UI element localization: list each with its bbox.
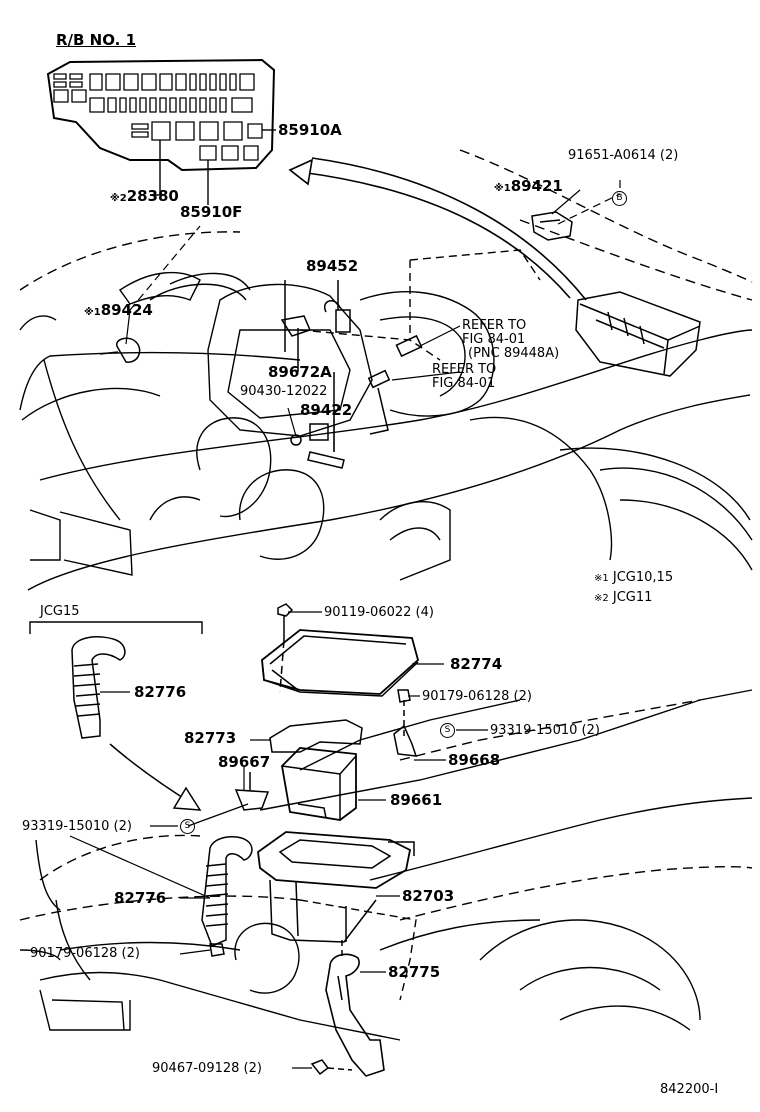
fastener-symbol: S	[440, 722, 455, 738]
legend-text: JCG10,15	[612, 570, 674, 585]
relay-block-title: R/B NO. 1	[56, 31, 137, 49]
part-number-label: ※228380	[110, 188, 179, 207]
part-number-label: 89668	[448, 751, 501, 769]
engine-parts	[100, 212, 700, 468]
note-mark: ※1	[84, 307, 101, 318]
figure-code: 842200-I	[660, 1082, 719, 1097]
part-number-label: 85910F	[180, 203, 243, 221]
jcg15-bracket	[30, 622, 202, 634]
part-number-label: 89672A	[268, 363, 332, 381]
relay-block-drawing	[48, 60, 276, 205]
legend-mark: ※1	[594, 573, 609, 584]
lower-parts	[72, 604, 418, 1076]
fastener-symbol: B	[612, 190, 627, 206]
lower-leader-lines	[70, 612, 488, 1068]
part-number-label: 89661	[390, 791, 443, 809]
refer-note-1-line3: (PNC 89448A)	[468, 346, 560, 361]
part-number-label: 90119-06022 (4)	[324, 605, 434, 620]
refer-note-2-line2: FIG 84-01	[432, 376, 496, 391]
part-number-label: 90467-09128 (2)	[152, 1061, 262, 1076]
legend-item: ※1 JCG10,15	[594, 570, 673, 587]
part-number-label: 93319-15010 (2)	[22, 819, 132, 834]
legend-item: ※2 JCG11	[594, 590, 652, 607]
part-number-label: 90179-06128 (2)	[422, 689, 532, 704]
part-number-label: 90179-06128 (2)	[30, 946, 140, 961]
part-number-label: 82774	[450, 655, 503, 673]
legend-text: JCG11	[612, 590, 653, 605]
variant-label: JCG15	[40, 604, 80, 619]
part-number-label: 82773	[184, 729, 237, 747]
part-number-label: 82775	[388, 963, 441, 981]
note-mark: ※2	[110, 193, 127, 204]
part-number-label: 82703	[402, 887, 455, 905]
part-number-label: 89422	[300, 401, 353, 419]
part-number: 89424	[100, 301, 153, 319]
part-number: 28380	[126, 187, 179, 205]
part-number-label: 82776	[114, 889, 167, 907]
legend-mark: ※2	[594, 593, 609, 604]
part-number-label: 85910A	[278, 121, 342, 139]
part-number-label: 93319-15010 (2)	[490, 723, 600, 738]
curved-arrow	[300, 172, 570, 298]
part-number-label: 89667	[218, 753, 271, 771]
note-mark: ※1	[494, 183, 511, 194]
lower-car-outline	[20, 690, 752, 1040]
upper-car-outline	[20, 150, 752, 590]
fastener-symbol: S	[180, 818, 195, 834]
refer-note-1-line1: REFER TO	[462, 318, 527, 333]
refer-note-1-line2: FIG 84-01	[462, 332, 526, 347]
part-number-label: ※189421	[494, 178, 563, 197]
part-number-label: ※189424	[84, 302, 153, 321]
part-number-label: 91651-A0614 (2)	[568, 148, 679, 163]
part-number-label: 82776	[134, 683, 187, 701]
part-number-label: 89452	[306, 257, 359, 275]
refer-note-2-line1: REFER TO	[432, 362, 497, 377]
part-number: 89421	[510, 177, 563, 195]
part-number-label: 90430-12022	[240, 384, 328, 399]
upper-leader-lines	[126, 180, 620, 452]
